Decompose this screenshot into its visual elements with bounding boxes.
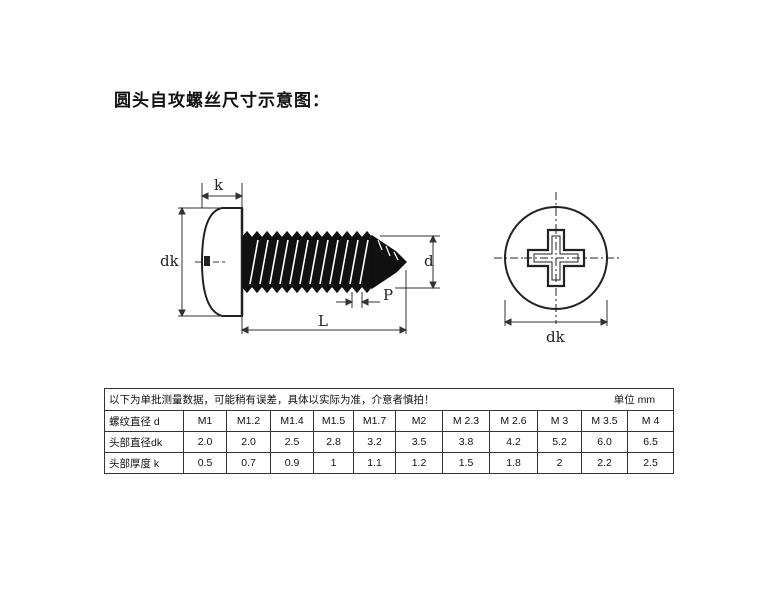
- row-label: 螺纹直径 d: [104, 410, 184, 432]
- table-cell: 1.5: [442, 452, 490, 474]
- spec-table: 以下为单批测量数据，可能稍有误差，具体以实际为准，介意者慎拍！ 单位 mm 螺纹…: [103, 388, 675, 474]
- row-label: 头部厚度 k: [104, 452, 184, 474]
- table-cell: M 4: [626, 410, 675, 432]
- screw-side-view: [200, 207, 407, 317]
- table-cell: M1.5: [313, 410, 354, 432]
- label-dk-side: dk: [160, 252, 180, 270]
- table-cell: 0.7: [226, 452, 271, 474]
- page-title: 圆头自攻螺丝尺寸示意图：: [114, 91, 330, 111]
- table-row: 头部直径dk 2.0 2.0 2.5 2.8 3.2 3.5 3.8 4.2 5…: [104, 431, 675, 453]
- table-cell: M 2.3: [442, 410, 490, 432]
- table-cell: 2.5: [626, 452, 675, 474]
- table-note-cell: 以下为单批测量数据，可能稍有误差，具体以实际为准，介意者慎拍！ 单位 mm: [103, 388, 675, 411]
- screw-dimension-drawing: k dk d P L dk: [160, 176, 620, 346]
- table-cell: 6.5: [626, 431, 675, 453]
- screw-top-view: [494, 192, 620, 324]
- table-cell: M2: [395, 410, 443, 432]
- table-cell: 2.2: [581, 452, 628, 474]
- table-cell: 2.0: [226, 431, 271, 453]
- table-cell: 0.9: [270, 452, 314, 474]
- side-view-dimensions: [178, 183, 440, 334]
- table-cell: 3.5: [395, 431, 443, 453]
- table-cell: M1: [183, 410, 227, 432]
- table-cell: 0.5: [183, 452, 227, 474]
- table-row: 头部厚度 k 0.5 0.7 0.9 1 1.1 1.2 1.5 1.8 2 2…: [104, 452, 675, 474]
- table-cell: 3.8: [442, 431, 490, 453]
- table-cell: 4.2: [489, 431, 538, 453]
- label-dk-top: dk: [546, 328, 566, 346]
- table-cell: 3.2: [353, 431, 396, 453]
- table-row: 螺纹直径 d M1 M1.2 M1.4 M1.5 M1.7 M2 M 2.3 M…: [104, 410, 675, 432]
- table-note-row: 以下为单批测量数据，可能稍有误差，具体以实际为准，介意者慎拍！ 单位 mm: [103, 388, 675, 411]
- table-cell: M1.2: [226, 410, 271, 432]
- table-note: 以下为单批测量数据，可能稍有误差，具体以实际为准，介意者慎拍！: [109, 394, 435, 406]
- label-l: L: [318, 312, 328, 330]
- table-cell: M 3.5: [581, 410, 628, 432]
- label-d: d: [424, 252, 434, 270]
- table-cell: 1: [313, 452, 354, 474]
- row-label: 头部直径dk: [104, 431, 184, 453]
- table-cell: 1.1: [353, 452, 396, 474]
- table-cell: 5.2: [537, 431, 582, 453]
- table-cell: M 3: [537, 410, 582, 432]
- table-cell: 2.0: [183, 431, 227, 453]
- table-cell: M1.7: [353, 410, 396, 432]
- table-cell: 2.8: [313, 431, 354, 453]
- table-cell: 1.8: [489, 452, 538, 474]
- table-cell: M 2.6: [489, 410, 538, 432]
- table-cell: M1.4: [270, 410, 314, 432]
- table-cell: 6.0: [581, 431, 628, 453]
- table-cell: 1.2: [395, 452, 443, 474]
- label-p: P: [383, 286, 393, 304]
- table-unit: 单位 mm: [613, 394, 656, 406]
- top-view-dimensions: [503, 300, 609, 326]
- label-k: k: [214, 176, 224, 194]
- table-cell: 2: [537, 452, 582, 474]
- table-cell: 2.5: [270, 431, 314, 453]
